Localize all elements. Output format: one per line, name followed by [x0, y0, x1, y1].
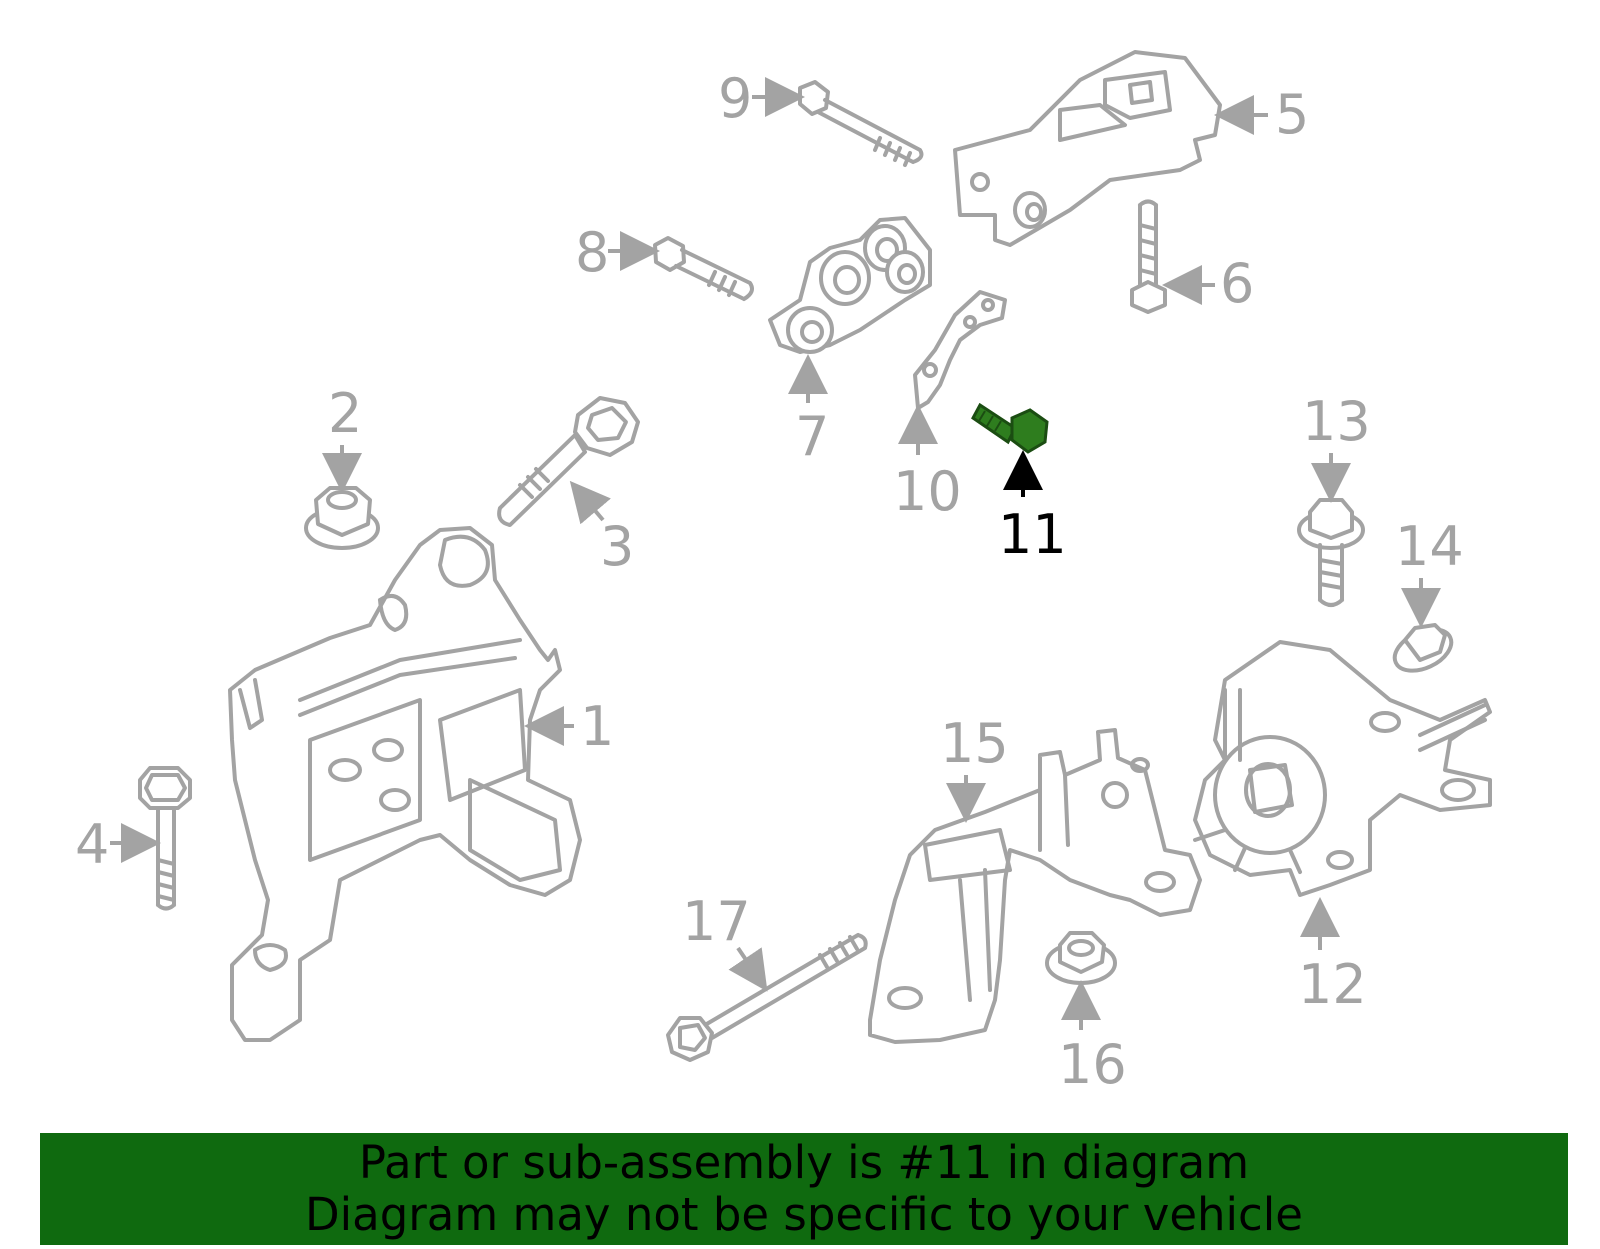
callout-15-label: 15 — [940, 712, 1009, 775]
part-11-bolt-highlighted[interactable] — [971, 402, 1049, 454]
part-9-bolt[interactable] — [798, 80, 924, 167]
callout-9-label: 9 — [718, 67, 752, 130]
callout-1-label: 1 — [580, 695, 614, 758]
part-10-plate[interactable] — [913, 290, 1007, 410]
callout-4-label: 4 — [75, 813, 109, 876]
callout-7: 7 — [788, 354, 829, 468]
part-7-bracket[interactable] — [768, 216, 932, 354]
part-6-bolt[interactable] — [1130, 199, 1167, 314]
part-15-bracket[interactable] — [868, 728, 1202, 1044]
callout-13-label: 13 — [1302, 390, 1371, 453]
callout-2-label: 2 — [328, 382, 362, 445]
callout-10: 10 — [893, 404, 962, 523]
banner-line-1: Part or sub-assembly is #11 in diagram — [358, 1136, 1250, 1189]
part-13-bolt[interactable] — [1297, 498, 1365, 607]
info-banner: Part or sub-assembly is #11 in diagram D… — [40, 1133, 1568, 1245]
part-2-nut[interactable] — [304, 486, 380, 550]
callout-4: 4 — [75, 813, 161, 876]
part-1-bracket[interactable] — [228, 526, 582, 1042]
callout-13: 13 — [1302, 390, 1371, 503]
callout-17-label: 17 — [682, 890, 751, 953]
part-14-nut[interactable] — [1388, 621, 1458, 679]
part-8-bolt[interactable] — [653, 236, 754, 301]
callout-2: 2 — [322, 382, 362, 493]
part-17-bolt[interactable] — [666, 933, 868, 1062]
callout-16-label: 16 — [1058, 1033, 1127, 1096]
callout-11: 11 — [998, 450, 1067, 566]
callout-10-label: 10 — [893, 460, 962, 523]
callout-16: 16 — [1058, 980, 1127, 1096]
callout-14: 14 — [1395, 515, 1464, 628]
part-5-upper-mount[interactable] — [953, 50, 1222, 247]
callout-11-label: 11 — [998, 503, 1067, 566]
callout-3: 3 — [569, 480, 634, 578]
callout-15: 15 — [940, 712, 1009, 823]
callout-12-label: 12 — [1298, 953, 1367, 1016]
callout-6-label: 6 — [1220, 252, 1254, 315]
part-16-nut[interactable] — [1045, 931, 1117, 985]
callout-7-label: 7 — [795, 405, 829, 468]
part-3-bolt[interactable] — [497, 396, 640, 527]
callout-17: 17 — [682, 890, 768, 992]
callout-5-label: 5 — [1275, 83, 1309, 146]
callout-8: 8 — [575, 221, 660, 284]
callout-6: 6 — [1162, 252, 1254, 315]
callout-9: 9 — [718, 67, 805, 130]
part-4-bolt[interactable] — [138, 766, 192, 911]
callout-5: 5 — [1214, 83, 1309, 146]
callout-14-label: 14 — [1395, 515, 1464, 578]
callout-1: 1 — [524, 695, 614, 758]
callout-12: 12 — [1298, 897, 1367, 1016]
callout-3-label: 3 — [600, 515, 634, 578]
banner-line-2: Diagram may not be specific to your vehi… — [305, 1188, 1303, 1241]
part-12-mount[interactable] — [1193, 640, 1492, 897]
callout-8-label: 8 — [575, 221, 609, 284]
